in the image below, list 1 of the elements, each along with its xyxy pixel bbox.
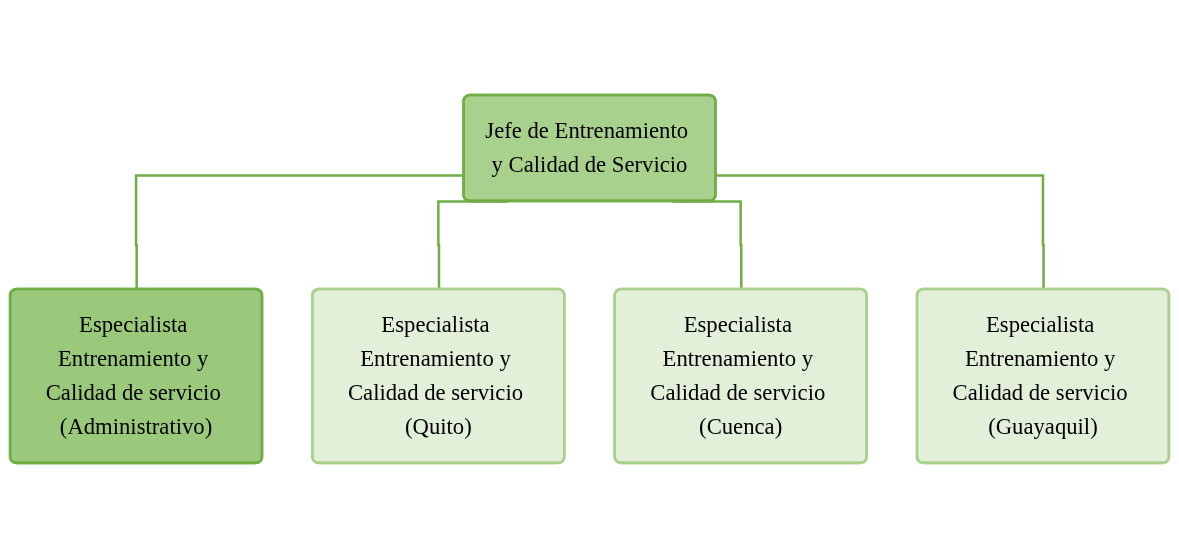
connector: [716, 174, 1045, 290]
